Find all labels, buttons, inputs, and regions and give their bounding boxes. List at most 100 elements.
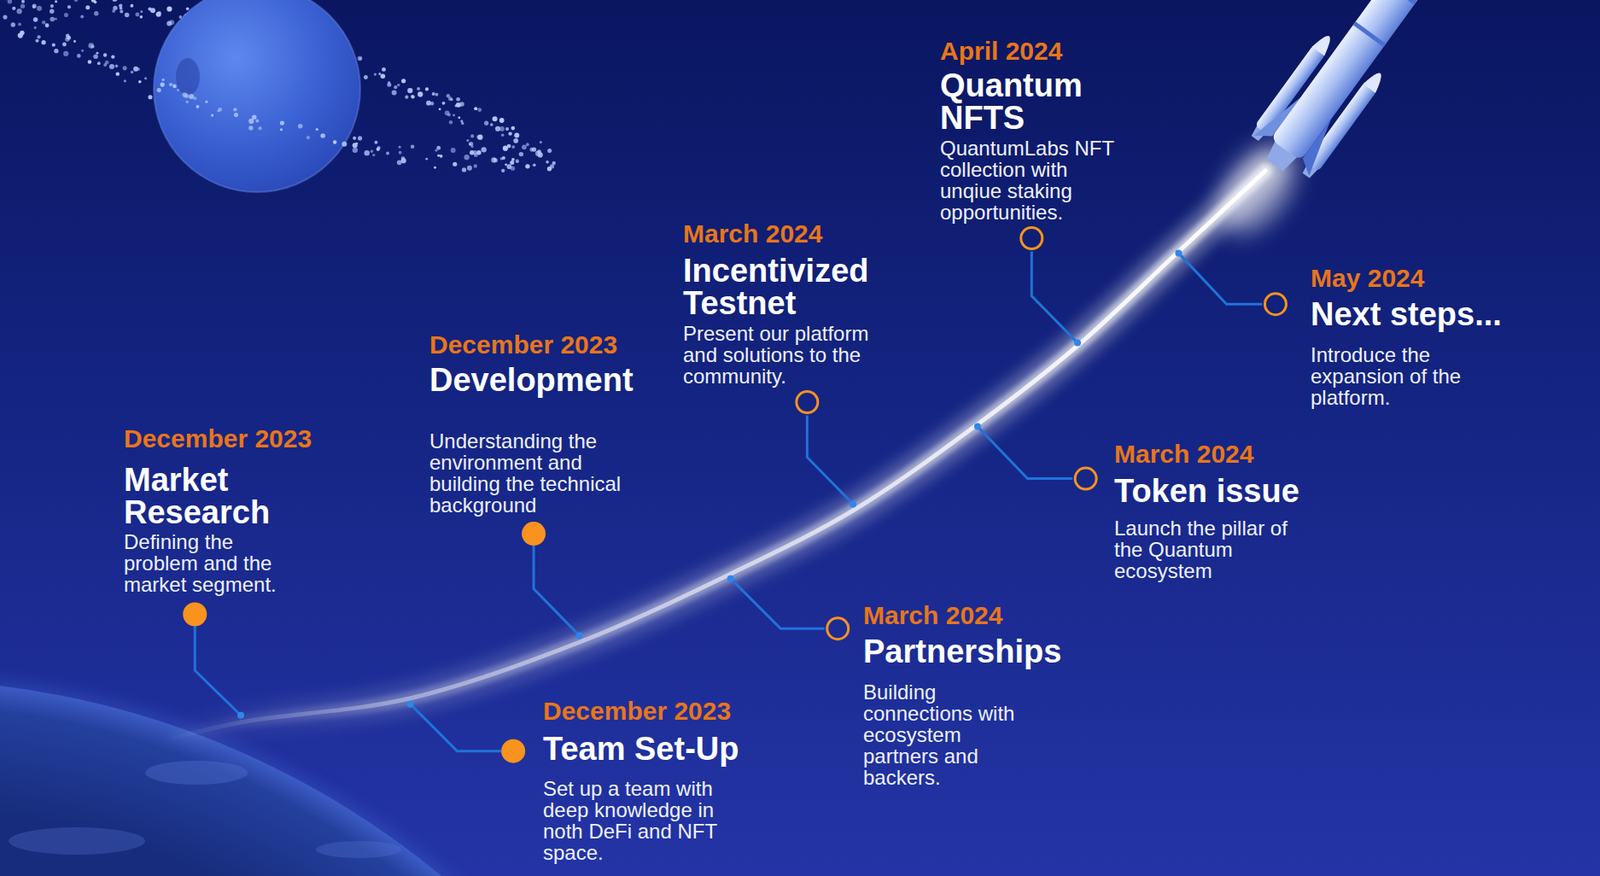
ring-dot [393, 85, 398, 89]
ring-dot [468, 141, 473, 146]
milestone: May 2024Next steps...Introduce the expan… [1310, 263, 1502, 409]
ring-dot [87, 42, 94, 48]
timeline-marker [1264, 293, 1286, 316]
ring-dot [547, 148, 552, 153]
ring-dot [123, 79, 127, 82]
milestone-title: Market Research [123, 463, 321, 529]
leader-end-dot [237, 712, 245, 719]
trajectory [162, 170, 1266, 742]
leader-end-dot [974, 423, 982, 431]
ring-dot [172, 84, 177, 89]
milestone-date: March 2024 [683, 219, 906, 249]
ring-dot [53, 48, 59, 53]
ring-dot [510, 166, 515, 171]
ring-dot [448, 96, 453, 101]
ring-dot [186, 100, 189, 104]
ring-dot [122, 65, 128, 71]
ring-dot [519, 151, 524, 157]
ring-dot [95, 52, 99, 55]
ring-dot [93, 54, 99, 60]
milestone-description: Introduce the expansion of the platform. [1310, 344, 1482, 409]
ring-dot [401, 78, 406, 83]
ring-dot [280, 128, 283, 131]
ring-dot [501, 169, 505, 173]
ring-dot [467, 165, 473, 171]
ring-dot [545, 160, 549, 164]
ring-dot [112, 5, 117, 11]
ring-dot [502, 156, 506, 160]
ring-dot [110, 55, 115, 59]
ring-dot [511, 145, 515, 149]
ring-dot [436, 145, 441, 151]
ring-dot [511, 157, 515, 162]
ring-dot [507, 144, 512, 149]
ring-dot [34, 26, 37, 30]
ring-dot [515, 158, 520, 163]
leader-line [730, 578, 825, 630]
ring-dot [505, 127, 509, 131]
ring-dot [480, 146, 486, 152]
ring-dot [111, 0, 117, 2]
ring-dot [306, 135, 310, 140]
ring-dot [437, 154, 440, 158]
timeline-marker [1021, 227, 1043, 250]
ring-dot [439, 154, 444, 158]
ring-dot [45, 23, 50, 28]
leader-end-dot [1074, 339, 1081, 347]
ring-dot [373, 72, 377, 76]
ring-dot [17, 23, 22, 27]
ring-dot [372, 153, 375, 157]
ring-dot [357, 135, 363, 141]
leader-line [1031, 251, 1078, 344]
ring-dot [36, 35, 41, 39]
ring-dot [50, 4, 54, 8]
ring-dot [134, 12, 140, 18]
leader-end-dot [849, 500, 857, 508]
ring-dot [433, 166, 437, 170]
ring-dot [2, 15, 7, 20]
ring-dot [176, 88, 180, 92]
trajectory-glow [162, 170, 1266, 742]
ring-dot [320, 133, 326, 139]
ring-dot [477, 134, 483, 141]
ring-dot [398, 151, 403, 155]
ring-dot [248, 125, 253, 130]
leader-line [533, 545, 580, 637]
ring-dot [52, 43, 56, 47]
ring-dot [147, 6, 152, 11]
ring-dot [352, 147, 358, 153]
ring-dot [166, 5, 172, 12]
ring-dot [186, 6, 190, 11]
ring-dot [457, 116, 461, 119]
ring-dot [204, 100, 208, 104]
milestone-description: Set up a team with deep knowledge in not… [543, 777, 727, 864]
ring-dot [169, 82, 173, 87]
milestone-date: March 2024 [1114, 439, 1300, 469]
milestone-description: Present our platform and solutions to th… [683, 322, 876, 387]
milestone: December 2023Team Set-UpSet up a team wi… [543, 696, 739, 864]
ring-dot [442, 101, 446, 106]
milestone-title: Team Set-Up [543, 732, 739, 765]
ring-dot [525, 142, 530, 146]
ring-dot [449, 98, 453, 101]
ring-dot [455, 104, 458, 107]
ring-dot [97, 61, 101, 65]
ring-dot [160, 82, 165, 88]
ring-dot [363, 75, 368, 80]
ring-dot [452, 162, 457, 167]
ring-dot [93, 11, 99, 16]
ring-dot [463, 154, 469, 160]
ring-dot [521, 144, 527, 150]
ring-dot [49, 8, 55, 14]
ring-dot [438, 108, 442, 111]
milestone: March 2024PartnershipsBuilding connectio… [863, 601, 1062, 789]
timeline-marker [521, 521, 546, 546]
milestone-date: December 2023 [429, 330, 634, 360]
ring-dot [73, 40, 76, 43]
ring-dot [16, 8, 22, 14]
leader-end-dot [406, 700, 414, 708]
ring-dot [105, 60, 110, 65]
ring-dot [373, 140, 378, 145]
